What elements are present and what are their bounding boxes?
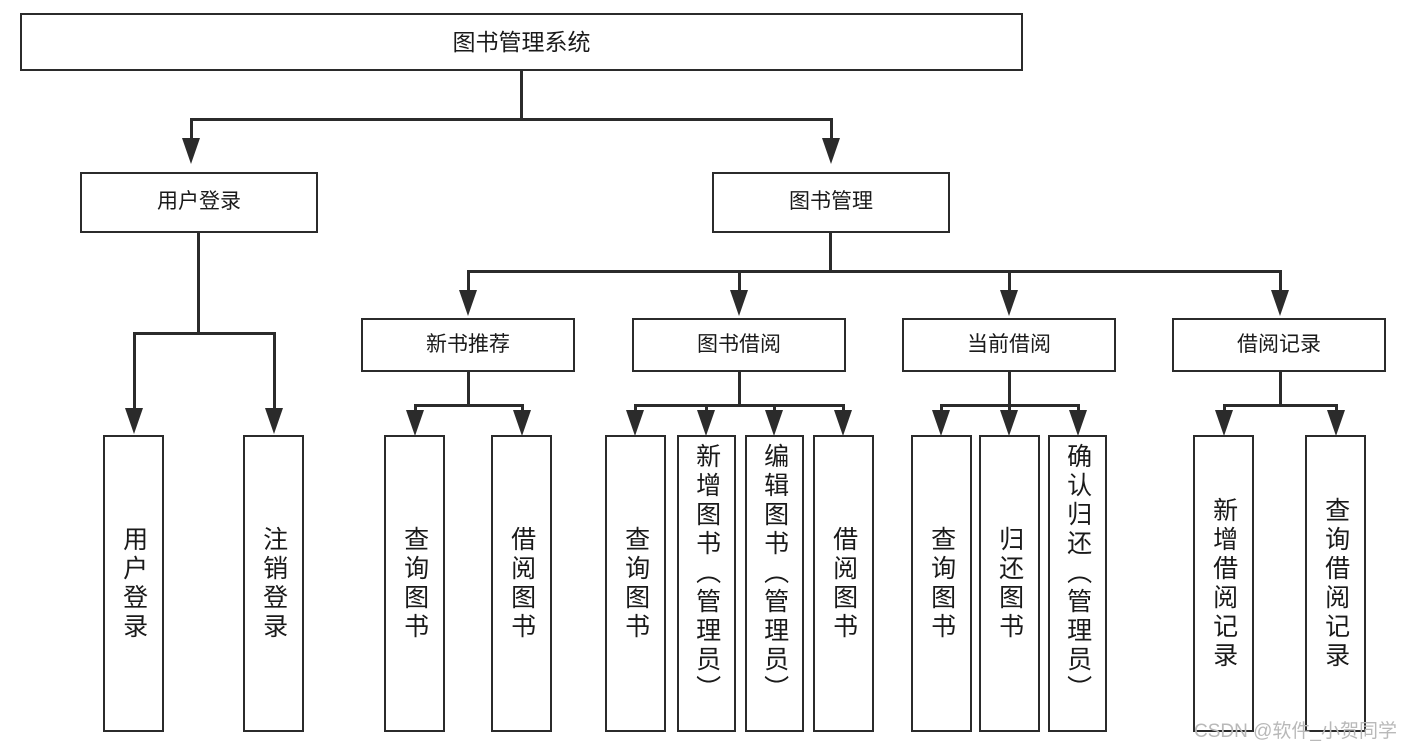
connector-new-book-stem bbox=[467, 372, 470, 406]
node-book-management-system[interactable]: 图书管理系统 bbox=[20, 13, 1023, 71]
leaf-confirm-return[interactable]: 确认归还（管理员） bbox=[1048, 435, 1107, 732]
arrowhead-icon bbox=[1271, 290, 1289, 316]
arrowhead-icon bbox=[1069, 410, 1087, 436]
connector-current-borrow-drop-3 bbox=[1077, 404, 1080, 412]
connector-new-book-drop-2 bbox=[521, 404, 524, 412]
connector-level3-drop-4 bbox=[1279, 270, 1282, 292]
arrowhead-icon bbox=[730, 290, 748, 316]
node-label: 新增图书（管理员） bbox=[692, 443, 721, 704]
connector-level3-bus bbox=[467, 270, 1282, 273]
node-label: 注销登录 bbox=[259, 525, 288, 642]
node-label: 借阅图书 bbox=[507, 525, 536, 642]
arrowhead-icon bbox=[406, 410, 424, 436]
node-user-login[interactable]: 用户登录 bbox=[80, 172, 318, 233]
arrowhead-icon bbox=[125, 408, 143, 434]
connector-level3-drop-3 bbox=[1008, 270, 1011, 292]
connector-borrow-record-stem bbox=[1279, 372, 1282, 406]
arrowhead-icon bbox=[932, 410, 950, 436]
leaf-borrow-book-1[interactable]: 借阅图书 bbox=[491, 435, 552, 732]
node-label: 新增借阅记录 bbox=[1209, 496, 1238, 671]
connector-user-login-drop-2 bbox=[273, 332, 276, 410]
leaf-user-logout[interactable]: 注销登录 bbox=[243, 435, 304, 732]
connector-book-borrow-drop-2 bbox=[705, 404, 708, 412]
leaf-add-borrow-record[interactable]: 新增借阅记录 bbox=[1193, 435, 1254, 732]
arrowhead-icon bbox=[265, 408, 283, 434]
arrowhead-icon bbox=[1000, 290, 1018, 316]
connector-book-manage-stem bbox=[829, 233, 832, 272]
connector-borrow-record-drop-2 bbox=[1335, 404, 1338, 412]
connector-book-borrow-drop-1 bbox=[634, 404, 637, 412]
node-borrow-record[interactable]: 借阅记录 bbox=[1172, 318, 1386, 372]
node-label: 确认归还（管理员） bbox=[1063, 443, 1092, 704]
node-label: 编辑图书（管理员） bbox=[760, 443, 789, 704]
node-label: 查询借阅记录 bbox=[1321, 496, 1350, 671]
node-label: 查询图书 bbox=[621, 525, 650, 642]
arrowhead-icon bbox=[626, 410, 644, 436]
arrowhead-icon bbox=[834, 410, 852, 436]
connector-user-login-stem bbox=[197, 233, 200, 334]
node-label: 用户登录 bbox=[157, 190, 241, 214]
connector-book-borrow-drop-3 bbox=[773, 404, 776, 412]
node-label: 新书推荐 bbox=[426, 332, 510, 356]
node-label: 图书管理系统 bbox=[452, 28, 591, 55]
connector-level2-drop-1 bbox=[190, 118, 193, 140]
node-label: 当前借阅 bbox=[967, 332, 1051, 356]
connector-user-login-drop-1 bbox=[133, 332, 136, 410]
node-label: 归还图书 bbox=[995, 525, 1024, 642]
leaf-user-login[interactable]: 用户登录 bbox=[103, 435, 164, 732]
connector-level2-bus bbox=[190, 118, 833, 121]
connector-current-borrow-drop-2 bbox=[1008, 404, 1011, 412]
arrowhead-icon bbox=[513, 410, 531, 436]
connector-new-book-drop-1 bbox=[414, 404, 417, 412]
node-current-borrow[interactable]: 当前借阅 bbox=[902, 318, 1116, 372]
connector-level3-drop-1 bbox=[467, 270, 470, 292]
connector-user-login-bus bbox=[133, 332, 276, 335]
node-label: 查询图书 bbox=[400, 525, 429, 642]
connector-level2-drop-2 bbox=[830, 118, 833, 140]
arrowhead-icon bbox=[1000, 410, 1018, 436]
arrowhead-icon bbox=[459, 290, 477, 316]
node-new-book-recommend[interactable]: 新书推荐 bbox=[361, 318, 575, 372]
node-label: 借阅记录 bbox=[1237, 332, 1321, 356]
arrowhead-icon bbox=[1327, 410, 1345, 436]
connector-root-stem bbox=[520, 71, 523, 120]
arrowhead-icon bbox=[1215, 410, 1233, 436]
arrowhead-icon bbox=[822, 138, 840, 164]
node-label: 图书借阅 bbox=[697, 332, 781, 356]
node-book-borrow[interactable]: 图书借阅 bbox=[632, 318, 846, 372]
node-label: 图书管理 bbox=[789, 190, 873, 214]
leaf-add-book[interactable]: 新增图书（管理员） bbox=[677, 435, 736, 732]
node-label: 借阅图书 bbox=[829, 525, 858, 642]
arrowhead-icon bbox=[182, 138, 200, 164]
arrowhead-icon bbox=[697, 410, 715, 436]
leaf-return-book[interactable]: 归还图书 bbox=[979, 435, 1040, 732]
connector-borrow-record-bus bbox=[1223, 404, 1338, 407]
leaf-edit-book[interactable]: 编辑图书（管理员） bbox=[745, 435, 804, 732]
connector-current-borrow-drop-1 bbox=[940, 404, 943, 412]
connector-level3-drop-2 bbox=[738, 270, 741, 292]
connector-current-borrow-stem bbox=[1008, 372, 1011, 406]
connector-book-borrow-bus bbox=[634, 404, 845, 407]
node-label: 查询图书 bbox=[927, 525, 956, 642]
leaf-borrow-book-2[interactable]: 借阅图书 bbox=[813, 435, 874, 732]
connector-book-borrow-drop-4 bbox=[842, 404, 845, 412]
leaf-query-borrow-record[interactable]: 查询借阅记录 bbox=[1305, 435, 1366, 732]
leaf-query-book-3[interactable]: 查询图书 bbox=[911, 435, 972, 732]
leaf-query-book-2[interactable]: 查询图书 bbox=[605, 435, 666, 732]
node-book-manage[interactable]: 图书管理 bbox=[712, 172, 950, 233]
arrowhead-icon bbox=[765, 410, 783, 436]
node-label: 用户登录 bbox=[119, 525, 148, 642]
connector-borrow-record-drop-1 bbox=[1223, 404, 1226, 412]
connector-new-book-bus bbox=[414, 404, 524, 407]
connector-book-borrow-stem bbox=[738, 372, 741, 406]
leaf-query-book-1[interactable]: 查询图书 bbox=[384, 435, 445, 732]
